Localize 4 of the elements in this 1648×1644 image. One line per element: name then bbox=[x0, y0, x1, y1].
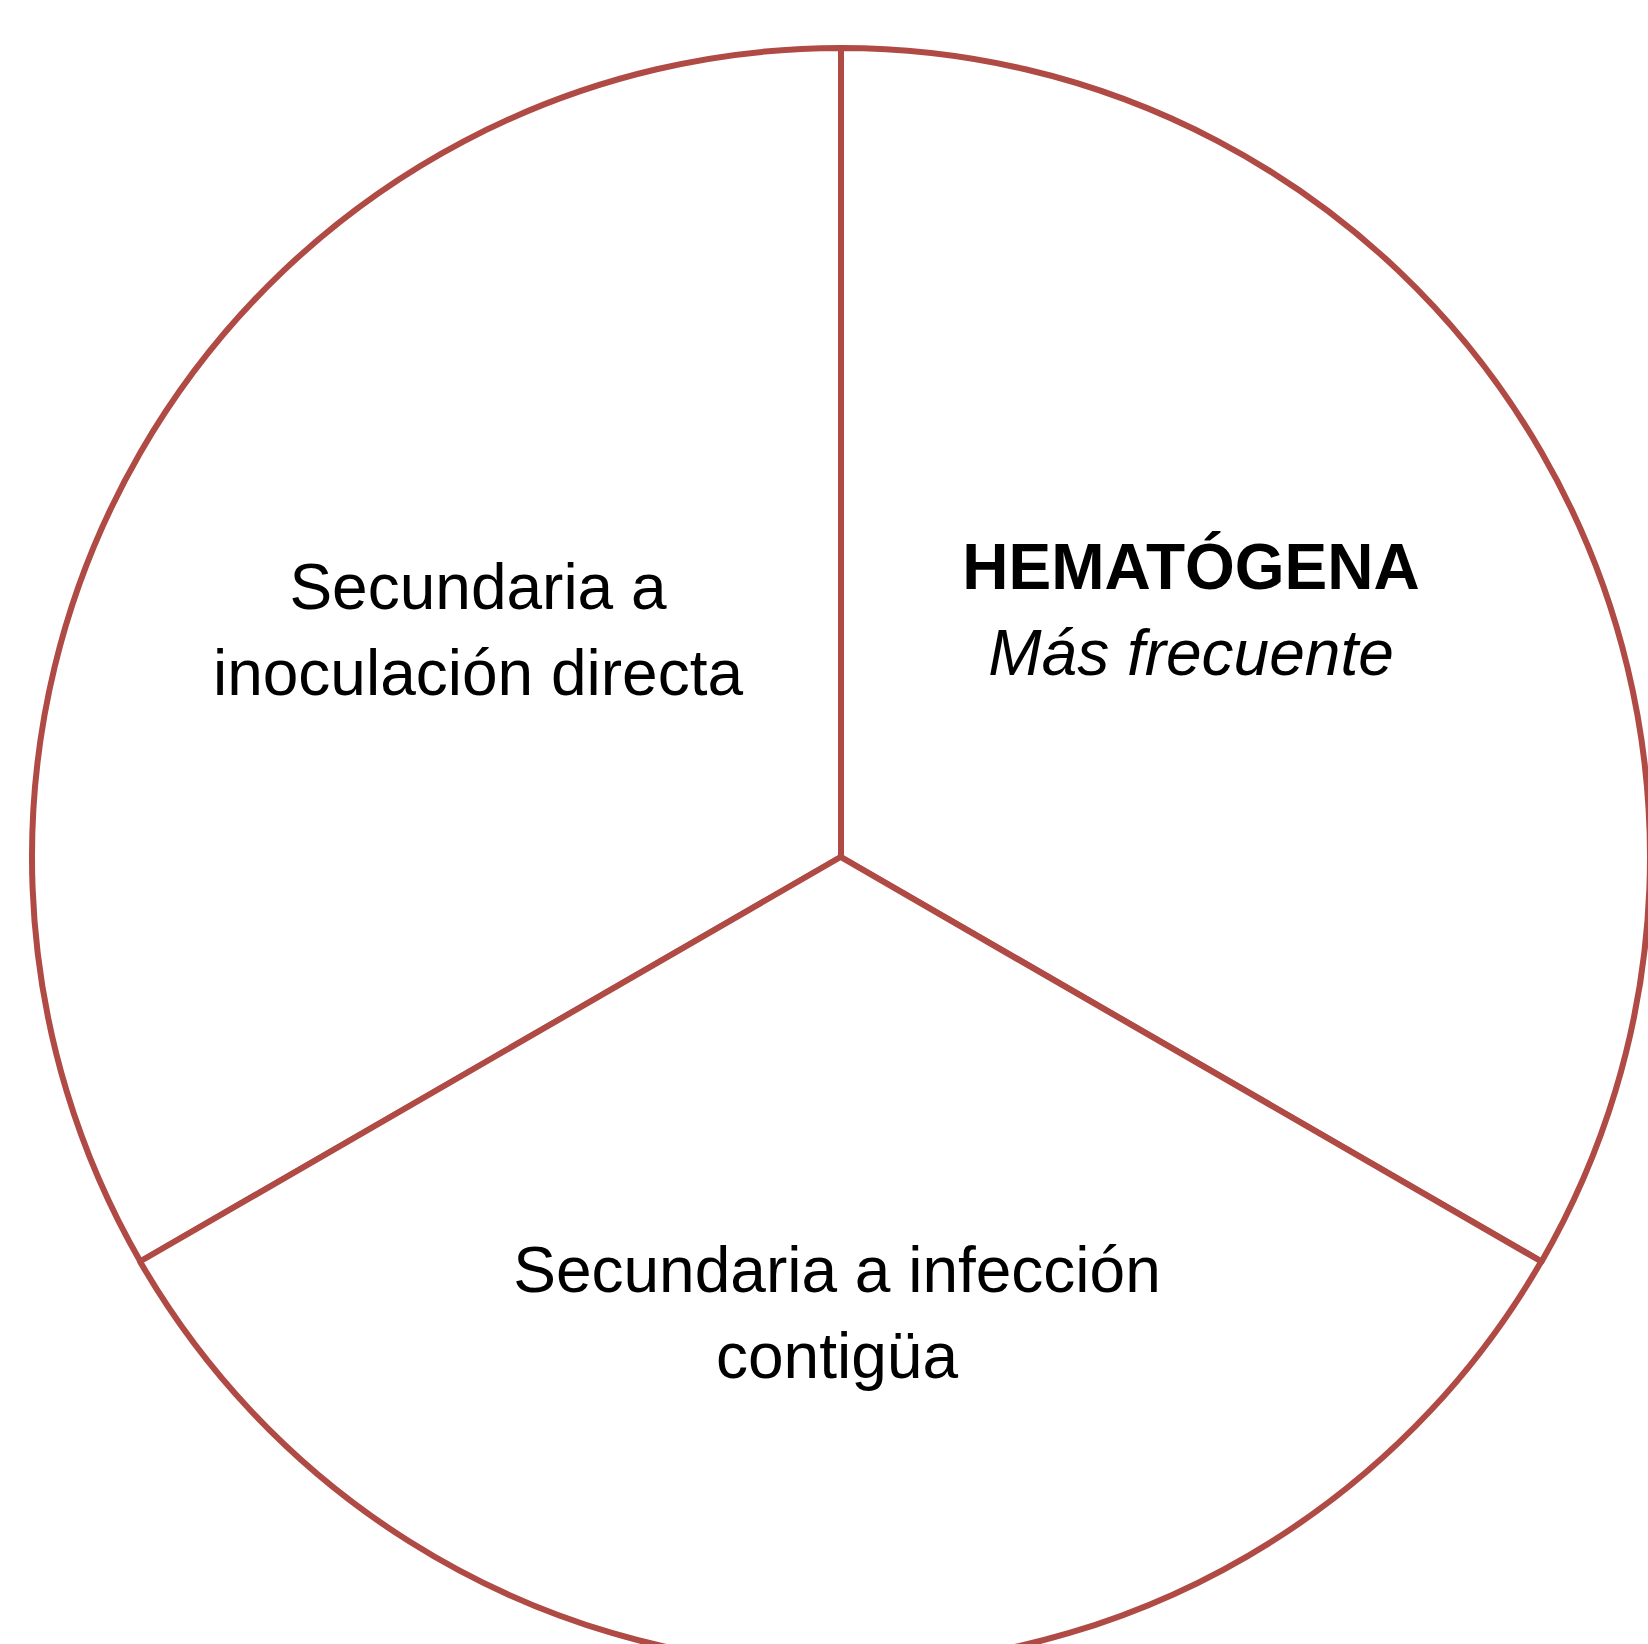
sector-label: Más frecuente bbox=[988, 616, 1394, 691]
sector-label: Secundaria a inoculación directa bbox=[211, 549, 745, 711]
sector-label: HEMATÓGENA bbox=[962, 529, 1420, 605]
sector-label: Secundaria a infección contigüa bbox=[512, 1232, 1162, 1394]
